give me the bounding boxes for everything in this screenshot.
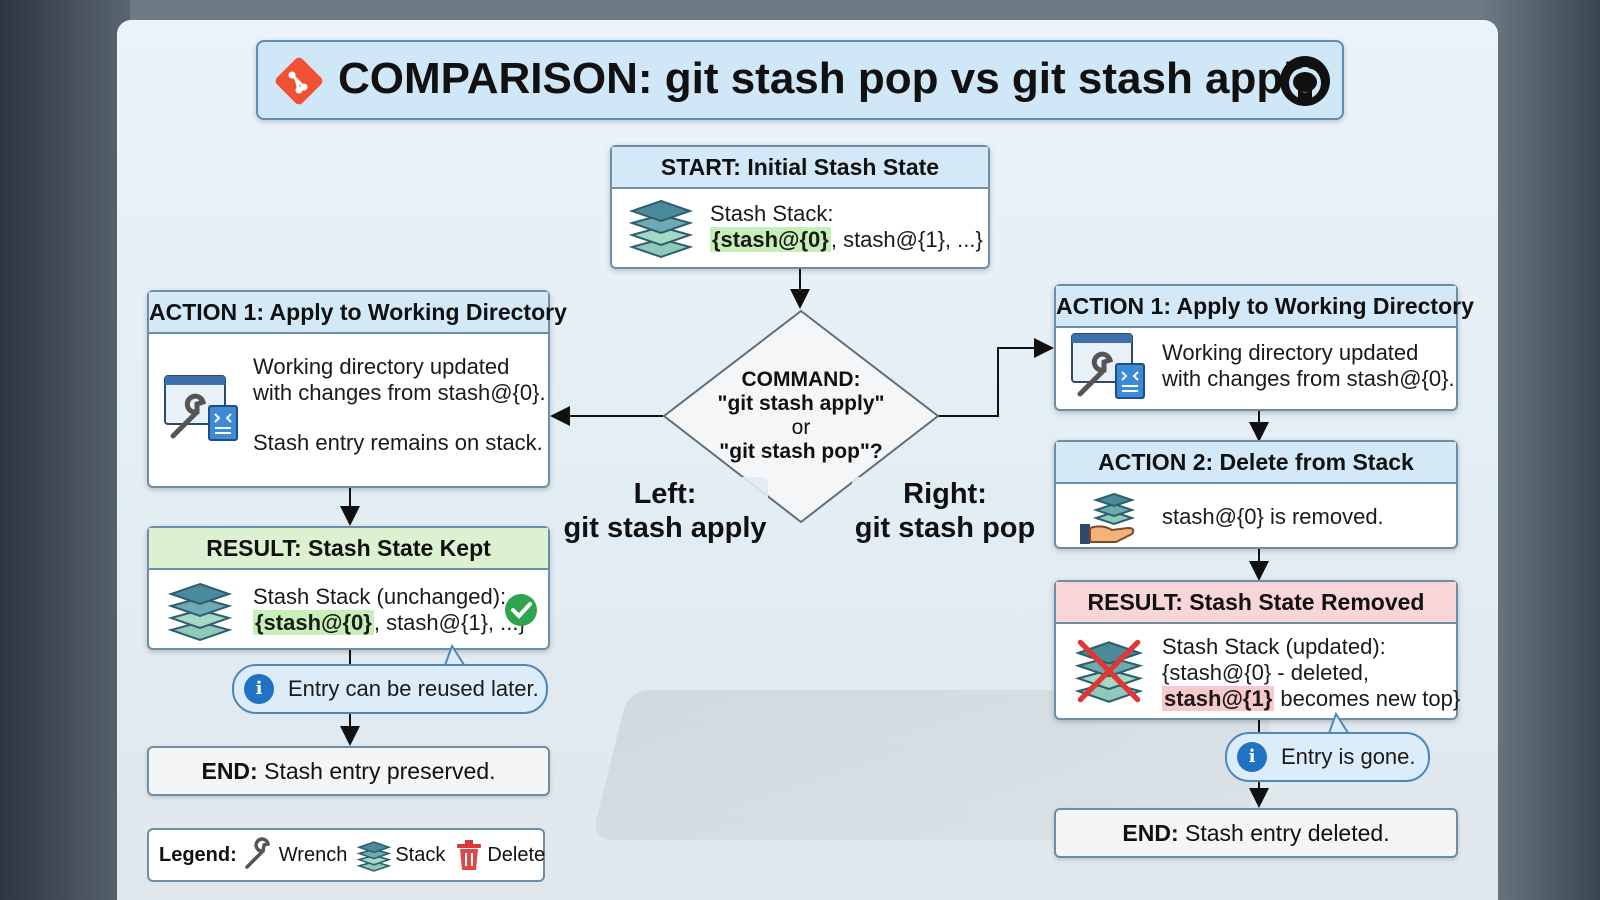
left-action1-line1: Working directory updated xyxy=(253,354,510,379)
left-result-line1: Stash Stack (unchanged): xyxy=(253,584,507,609)
crossed-stack-icon xyxy=(1074,639,1144,703)
right-result-line2: {stash@{0} - deleted, xyxy=(1162,660,1370,685)
command-line3: or xyxy=(791,416,811,439)
left-action1-line3: Stash entry remains on stack. xyxy=(253,430,543,455)
wrench-window-icon xyxy=(164,375,238,441)
wrench-icon xyxy=(245,837,270,869)
info-icon: i xyxy=(244,674,274,704)
right-callout-text: Entry is gone. xyxy=(1281,744,1416,769)
left-callout: i Entry can be reused later. xyxy=(232,664,548,714)
stack-layers-icon xyxy=(356,841,392,872)
right-result-box: RESULT: Stash State Removed Stash Stack … xyxy=(1054,580,1460,720)
title-banner: COMPARISON: git stash pop vs git stash a… xyxy=(256,40,1344,120)
left-result-rest: , stash@{1}, ...} xyxy=(373,610,526,635)
right-end-bold: END: xyxy=(1122,820,1179,846)
right-callout: i Entry is gone. xyxy=(1225,732,1430,782)
start-label: Stash Stack: xyxy=(710,201,834,226)
github-octocat-icon xyxy=(1280,56,1330,106)
left-end-text: Stash entry preserved. xyxy=(257,758,496,784)
right-action2-header: ACTION 2: Delete from Stack xyxy=(1056,442,1456,484)
right-end-box: END: Stash entry deleted. xyxy=(1054,808,1458,858)
command-line4: "git stash pop"? xyxy=(719,440,883,463)
left-label-line1: Left: xyxy=(633,478,697,510)
legend-title: Legend: xyxy=(159,843,237,866)
command-text: COMMAND: "git stash apply" or "git stash… xyxy=(662,368,940,464)
trash-icon xyxy=(457,840,482,870)
start-box: START: Initial Stash State Stash Stack: … xyxy=(610,145,990,269)
left-result-top-entry: {stash@{0} xyxy=(253,610,374,635)
legend-stack-label: Stack xyxy=(395,843,446,866)
right-result-line1: Stash Stack (updated): xyxy=(1162,634,1386,659)
start-top-entry: {stash@{0} xyxy=(710,227,831,252)
start-stack-value: {stash@{0}, stash@{1}, ...} xyxy=(710,227,983,253)
command-diamond xyxy=(662,309,940,524)
left-action1-box: ACTION 1: Apply to Working Directory Wor… xyxy=(147,290,567,488)
stack-layers-icon xyxy=(628,199,694,259)
right-action1-line2: with changes from stash@{0}. xyxy=(1162,366,1455,391)
wrench-window-icon xyxy=(1071,333,1145,399)
stack-layers-icon xyxy=(167,582,233,642)
right-result-new-top: stash@{1} xyxy=(1162,686,1275,711)
right-result-line3-rest: becomes new top} xyxy=(1274,686,1461,711)
check-circle-icon xyxy=(505,594,537,626)
left-action1-header: ACTION 1: Apply to Working Directory xyxy=(149,292,567,334)
right-result-line3: stash@{1} becomes new top} xyxy=(1162,686,1460,712)
right-label-line1: Right: xyxy=(903,478,987,510)
left-branch-label: Left: git stash apply xyxy=(562,477,768,551)
left-result-box: RESULT: Stash State Kept Stash Stack (un… xyxy=(147,526,550,650)
page-title: COMPARISON: git stash pop vs git stash a… xyxy=(338,54,1320,103)
background-left xyxy=(0,0,130,900)
left-result-stack-value: {stash@{0}, stash@{1}, ...} xyxy=(253,610,526,636)
right-action1-box: ACTION 1: Apply to Working Directory Wor… xyxy=(1054,284,1474,411)
right-action1-header: ACTION 1: Apply to Working Directory xyxy=(1056,286,1474,328)
right-branch-label: Right: git stash pop xyxy=(852,477,1038,551)
git-logo-icon xyxy=(275,57,323,105)
left-result-header: RESULT: Stash State Kept xyxy=(149,528,548,570)
right-label-line2: git stash pop xyxy=(854,512,1036,544)
command-line1: COMMAND: xyxy=(741,368,861,391)
legend: Legend: Wrench Stack Delete xyxy=(147,828,545,882)
right-action2-box: ACTION 2: Delete from Stack stash@{0} is… xyxy=(1054,440,1458,549)
left-callout-text: Entry can be reused later. xyxy=(288,676,539,701)
hand-stack-icon xyxy=(1080,492,1136,544)
background-right xyxy=(1480,0,1600,900)
left-label-line2: git stash apply xyxy=(563,512,767,544)
legend-delete-label: Delete xyxy=(487,843,546,866)
left-end-box: END: Stash entry preserved. xyxy=(147,746,550,796)
start-header: START: Initial Stash State xyxy=(612,147,988,189)
right-end-text: Stash entry deleted. xyxy=(1178,820,1390,846)
left-end-bold: END: xyxy=(201,758,258,784)
legend-wrench-label: Wrench xyxy=(278,843,348,866)
command-line2: "git stash apply" xyxy=(717,392,885,415)
right-action2-line1: stash@{0} is removed. xyxy=(1162,504,1384,529)
info-icon: i xyxy=(1237,742,1267,772)
right-result-header: RESULT: Stash State Removed xyxy=(1056,582,1456,624)
start-rest-entries: , stash@{1}, ...} xyxy=(830,227,983,252)
right-action1-line1: Working directory updated xyxy=(1162,340,1419,365)
left-action1-line2: with changes from stash@{0}. xyxy=(253,380,546,405)
